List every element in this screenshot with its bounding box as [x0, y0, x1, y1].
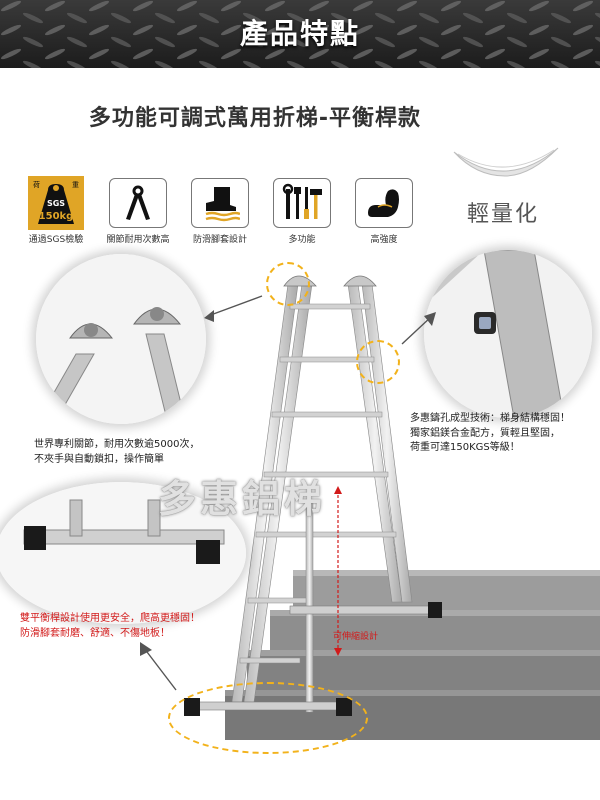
- feature-label: 多功能: [288, 235, 316, 245]
- feature-icon-box: [273, 178, 331, 228]
- anti-slip-foot-icon: [205, 187, 240, 222]
- structure-highlight-ring: [356, 340, 400, 384]
- feature-icon-box: [191, 178, 249, 228]
- structure-callout: 多惠鑄孔成型技術：梯身結構穩固！ 獨家鋁鎂合金配方，質輕且堅固， 荷重可達150…: [410, 413, 570, 453]
- header-banner: 產品特點: [0, 0, 600, 68]
- feature-anti-slip: 防滑腳套設計: [184, 178, 256, 245]
- lightweight-label: 輕量化: [466, 202, 539, 227]
- feature-icon-box: [355, 178, 413, 228]
- feature-icon-box: [109, 178, 167, 228]
- hinge-closeup-circle: [36, 254, 206, 424]
- svg-text:150kg: 150kg: [39, 211, 74, 222]
- feature-label: 關節耐用次數高: [106, 235, 170, 245]
- joint-icon: [126, 185, 150, 220]
- feature-label: 高強度: [370, 235, 398, 245]
- feature-sgs: 荷 重 SGS 150kg 通過SGS檢驗: [20, 176, 92, 245]
- feature-icon-box: 荷 重 SGS 150kg: [27, 176, 85, 230]
- feature-label: 通過SGS檢驗: [28, 235, 84, 245]
- hinge-closeup-image: [36, 254, 206, 424]
- hinge-highlight-ring: [266, 262, 310, 306]
- product-subtitle: 多功能可調式萬用折梯-平衡桿款: [88, 106, 422, 131]
- feature-strength: 高強度: [348, 178, 420, 245]
- brand-watermark: 多惠鋁梯: [158, 477, 327, 521]
- sgs-weight-icon: 荷 重 SGS 150kg: [28, 176, 84, 230]
- diamond-plate-pattern: [0, 0, 600, 68]
- stabilizer-closeup-circle: [0, 482, 246, 624]
- feather-icon: [453, 147, 559, 177]
- tools-icon: [282, 183, 322, 219]
- strength-arm-icon: [368, 189, 399, 217]
- hinge-callout: 世界專利關節，耐用次數逾5000次， 不夾手與自動鎖扣，操作簡單: [34, 439, 200, 465]
- stabilizer-closeup-image: [0, 482, 246, 624]
- feature-label: 防滑腳套設計: [192, 235, 247, 245]
- structure-closeup-circle: [424, 250, 592, 418]
- stabilizer-callout: 雙平衡桿設計使用更安全，爬高更穩固！ 防滑腳套耐磨、舒適、不傷地板！: [20, 613, 200, 639]
- feature-multi-function: 多功能: [266, 178, 338, 245]
- structure-closeup-image: [424, 250, 592, 418]
- svg-text:荷: 荷: [33, 180, 40, 189]
- svg-text:重: 重: [72, 181, 79, 189]
- banner-title: 產品特點: [239, 17, 360, 50]
- stabilizer-highlight-ring: [168, 682, 368, 754]
- extendable-label: 可伸縮設計: [333, 632, 379, 642]
- feature-joint: 關節耐用次數高: [102, 178, 174, 245]
- svg-text:SGS: SGS: [47, 199, 65, 208]
